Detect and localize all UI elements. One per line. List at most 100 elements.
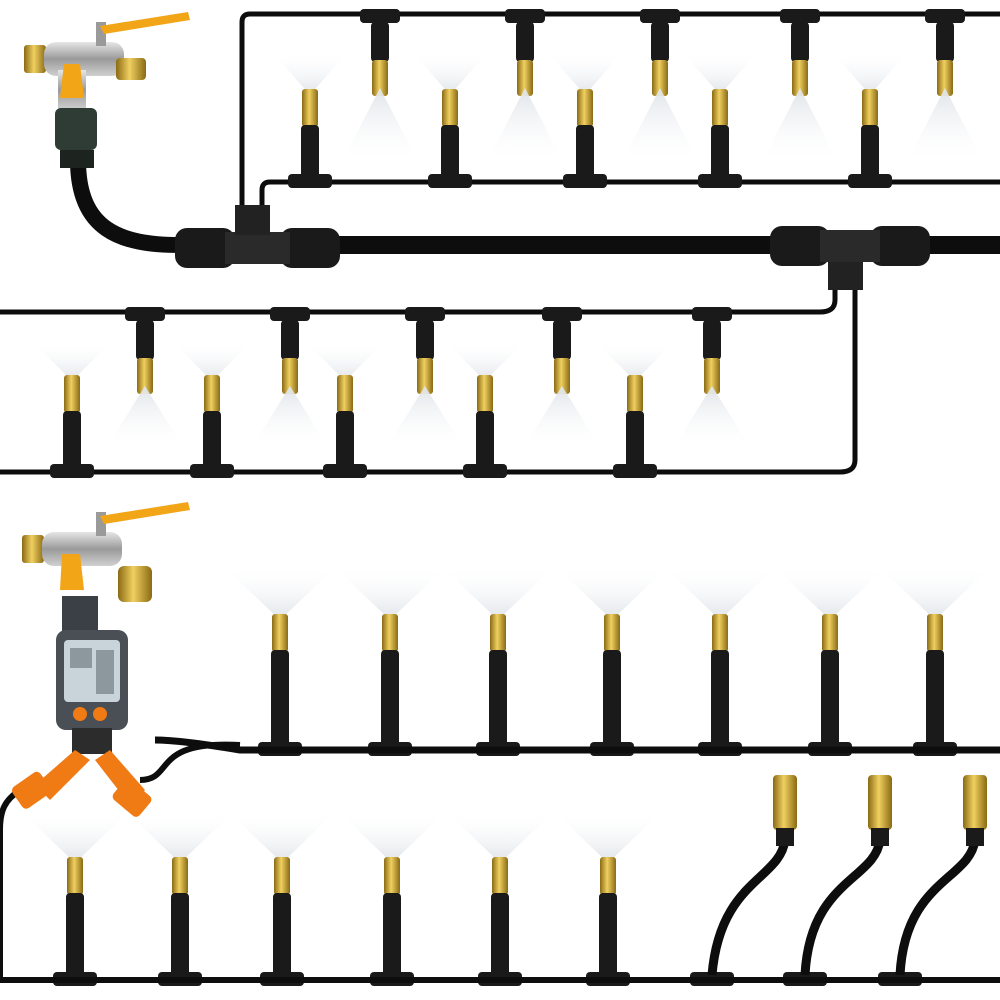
nozzle-stem bbox=[553, 320, 571, 360]
tee-coupler-right bbox=[770, 226, 930, 290]
mist-nozzle-icon bbox=[382, 614, 398, 652]
mist-nozzle-icon bbox=[627, 375, 643, 413]
spray-cone bbox=[254, 386, 326, 444]
spray-cone bbox=[667, 570, 773, 620]
mist-nozzle-icon bbox=[792, 60, 808, 96]
nozzle-stem bbox=[281, 320, 299, 360]
mist-nozzle-icon bbox=[372, 60, 388, 96]
mist-nozzle-icon bbox=[712, 89, 728, 127]
upper-return-pipe bbox=[259, 179, 1000, 210]
nozzle-stem bbox=[491, 893, 509, 980]
spray-cone bbox=[227, 570, 333, 620]
nozzle-array bbox=[25, 9, 988, 986]
mist-nozzle-icon bbox=[384, 857, 400, 895]
middle-loop-pipe bbox=[0, 270, 838, 315]
nozzle-stem bbox=[273, 893, 291, 980]
nozzle-stem bbox=[136, 320, 154, 360]
mist-nozzle-icon bbox=[773, 775, 797, 830]
mist-nozzle-icon bbox=[822, 614, 838, 652]
faucet-icon bbox=[22, 502, 190, 602]
mist-nozzle-icon bbox=[652, 60, 668, 96]
spray-cone bbox=[777, 570, 883, 620]
nozzle-stem bbox=[936, 22, 954, 62]
spray-cone bbox=[176, 345, 248, 381]
tee-connector-icon bbox=[698, 174, 742, 188]
mist-nozzle-icon bbox=[517, 60, 533, 96]
main-hose bbox=[70, 159, 181, 253]
nozzle-stem bbox=[926, 650, 944, 750]
tee-connector-icon bbox=[640, 9, 680, 23]
spray-cone bbox=[526, 386, 598, 444]
tee-connector-icon bbox=[780, 9, 820, 23]
mist-nozzle-icon bbox=[302, 89, 318, 127]
upper-manifold-pipe bbox=[154, 736, 1000, 754]
mist-nozzle-icon bbox=[337, 375, 353, 413]
spray-cone bbox=[450, 815, 550, 863]
nozzle-stem bbox=[381, 650, 399, 750]
nozzle-stem bbox=[66, 893, 84, 980]
nozzle-stem bbox=[626, 411, 644, 472]
feed-hose bbox=[139, 741, 241, 783]
spray-cone bbox=[109, 386, 181, 444]
nozzle-stem bbox=[821, 650, 839, 750]
spray-cone bbox=[337, 570, 443, 620]
top-system bbox=[0, 11, 1000, 475]
nozzle-stem bbox=[336, 411, 354, 472]
mist-nozzle-icon bbox=[137, 358, 153, 394]
mist-nozzle-icon bbox=[67, 857, 83, 895]
spray-cone bbox=[599, 345, 671, 381]
nozzle-stem bbox=[711, 125, 729, 182]
spray-cone bbox=[676, 386, 748, 444]
mist-nozzle-icon bbox=[712, 614, 728, 652]
spray-cone bbox=[558, 815, 658, 863]
mist-nozzle-icon bbox=[477, 375, 493, 413]
faucet-icon bbox=[24, 12, 190, 168]
spray-cone bbox=[835, 55, 905, 95]
middle-return-pipe bbox=[0, 270, 858, 475]
nozzle-stem bbox=[203, 411, 221, 472]
mist-nozzle-icon bbox=[282, 358, 298, 394]
nozzle-stem bbox=[271, 650, 289, 750]
mist-nozzle-icon bbox=[272, 614, 288, 652]
nozzle-stem bbox=[576, 125, 594, 182]
tee-connector-icon bbox=[190, 464, 234, 478]
spray-cone bbox=[25, 815, 125, 863]
spray-cone bbox=[909, 88, 981, 158]
spray-cone bbox=[232, 815, 332, 863]
nozzle-stem bbox=[441, 125, 459, 182]
tee-coupler-left bbox=[175, 205, 340, 268]
tee-connector-icon bbox=[848, 174, 892, 188]
spray-cone bbox=[36, 345, 108, 381]
tee-connector-icon bbox=[505, 9, 545, 23]
tee-connector-icon bbox=[125, 307, 165, 321]
nozzle-stem bbox=[711, 650, 729, 750]
spray-cone bbox=[489, 88, 561, 158]
mist-nozzle-icon bbox=[172, 857, 188, 895]
tee-connector-icon bbox=[463, 464, 507, 478]
mist-nozzle-icon bbox=[490, 614, 506, 652]
spray-cone bbox=[389, 386, 461, 444]
spray-cone bbox=[449, 345, 521, 381]
mist-nozzle-icon bbox=[492, 857, 508, 895]
spray-cone bbox=[130, 815, 230, 863]
mist-nozzle-icon bbox=[927, 614, 943, 652]
spray-cone bbox=[882, 570, 988, 620]
spray-cone bbox=[764, 88, 836, 158]
mist-nozzle-icon bbox=[963, 775, 987, 830]
mist-nozzle-icon bbox=[274, 857, 290, 895]
spray-cone bbox=[415, 55, 485, 95]
mist-nozzle-icon bbox=[600, 857, 616, 895]
nozzle-stem bbox=[703, 320, 721, 360]
nozzle-stem bbox=[791, 22, 809, 62]
nozzle-stem bbox=[603, 650, 621, 750]
spray-cone bbox=[275, 55, 345, 95]
y-splitter-icon bbox=[11, 728, 152, 817]
spray-cone bbox=[344, 88, 416, 158]
tee-connector-icon bbox=[692, 307, 732, 321]
mist-nozzle-icon bbox=[577, 89, 593, 127]
nozzle-stem bbox=[63, 411, 81, 472]
spray-cone bbox=[685, 55, 755, 95]
tee-connector-icon bbox=[50, 464, 94, 478]
